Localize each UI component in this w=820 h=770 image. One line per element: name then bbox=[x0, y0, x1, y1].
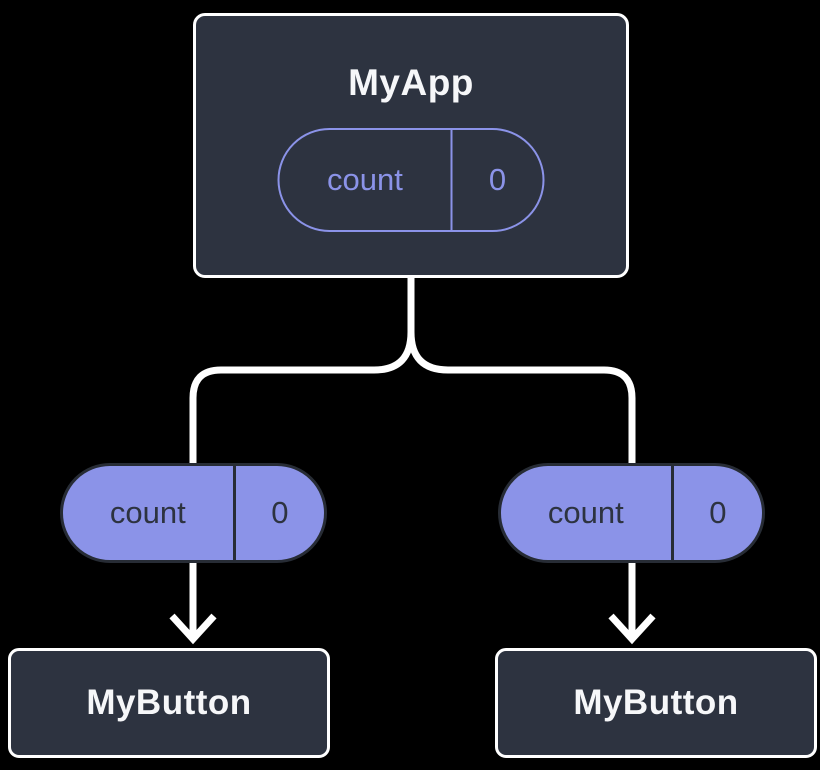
root-component-title: MyApp bbox=[348, 62, 474, 103]
root-component-node: MyApp count 0 bbox=[193, 13, 629, 278]
left-prop-pill: count 0 bbox=[60, 463, 327, 563]
root-state-pill: count 0 bbox=[277, 128, 545, 232]
fork-branch-right bbox=[407, 278, 636, 463]
right-prop-pill: count 0 bbox=[498, 463, 765, 563]
left-child-component-node: MyButton bbox=[8, 648, 330, 758]
arrow-left-head bbox=[169, 613, 217, 645]
left-child-component-title: MyButton bbox=[86, 683, 252, 722]
right-child-component-title: MyButton bbox=[573, 683, 739, 722]
prop-name-label: count bbox=[63, 466, 236, 560]
state-name-label: count bbox=[280, 130, 453, 230]
prop-value-label: 0 bbox=[709, 495, 727, 530]
prop-value-label: 0 bbox=[271, 495, 289, 530]
prop-name-label: count bbox=[501, 466, 674, 560]
fork-branch-left bbox=[189, 278, 415, 463]
right-child-component-node: MyButton bbox=[495, 648, 817, 758]
state-value-label: 0 bbox=[488, 162, 507, 197]
arrow-right-head bbox=[608, 613, 656, 645]
